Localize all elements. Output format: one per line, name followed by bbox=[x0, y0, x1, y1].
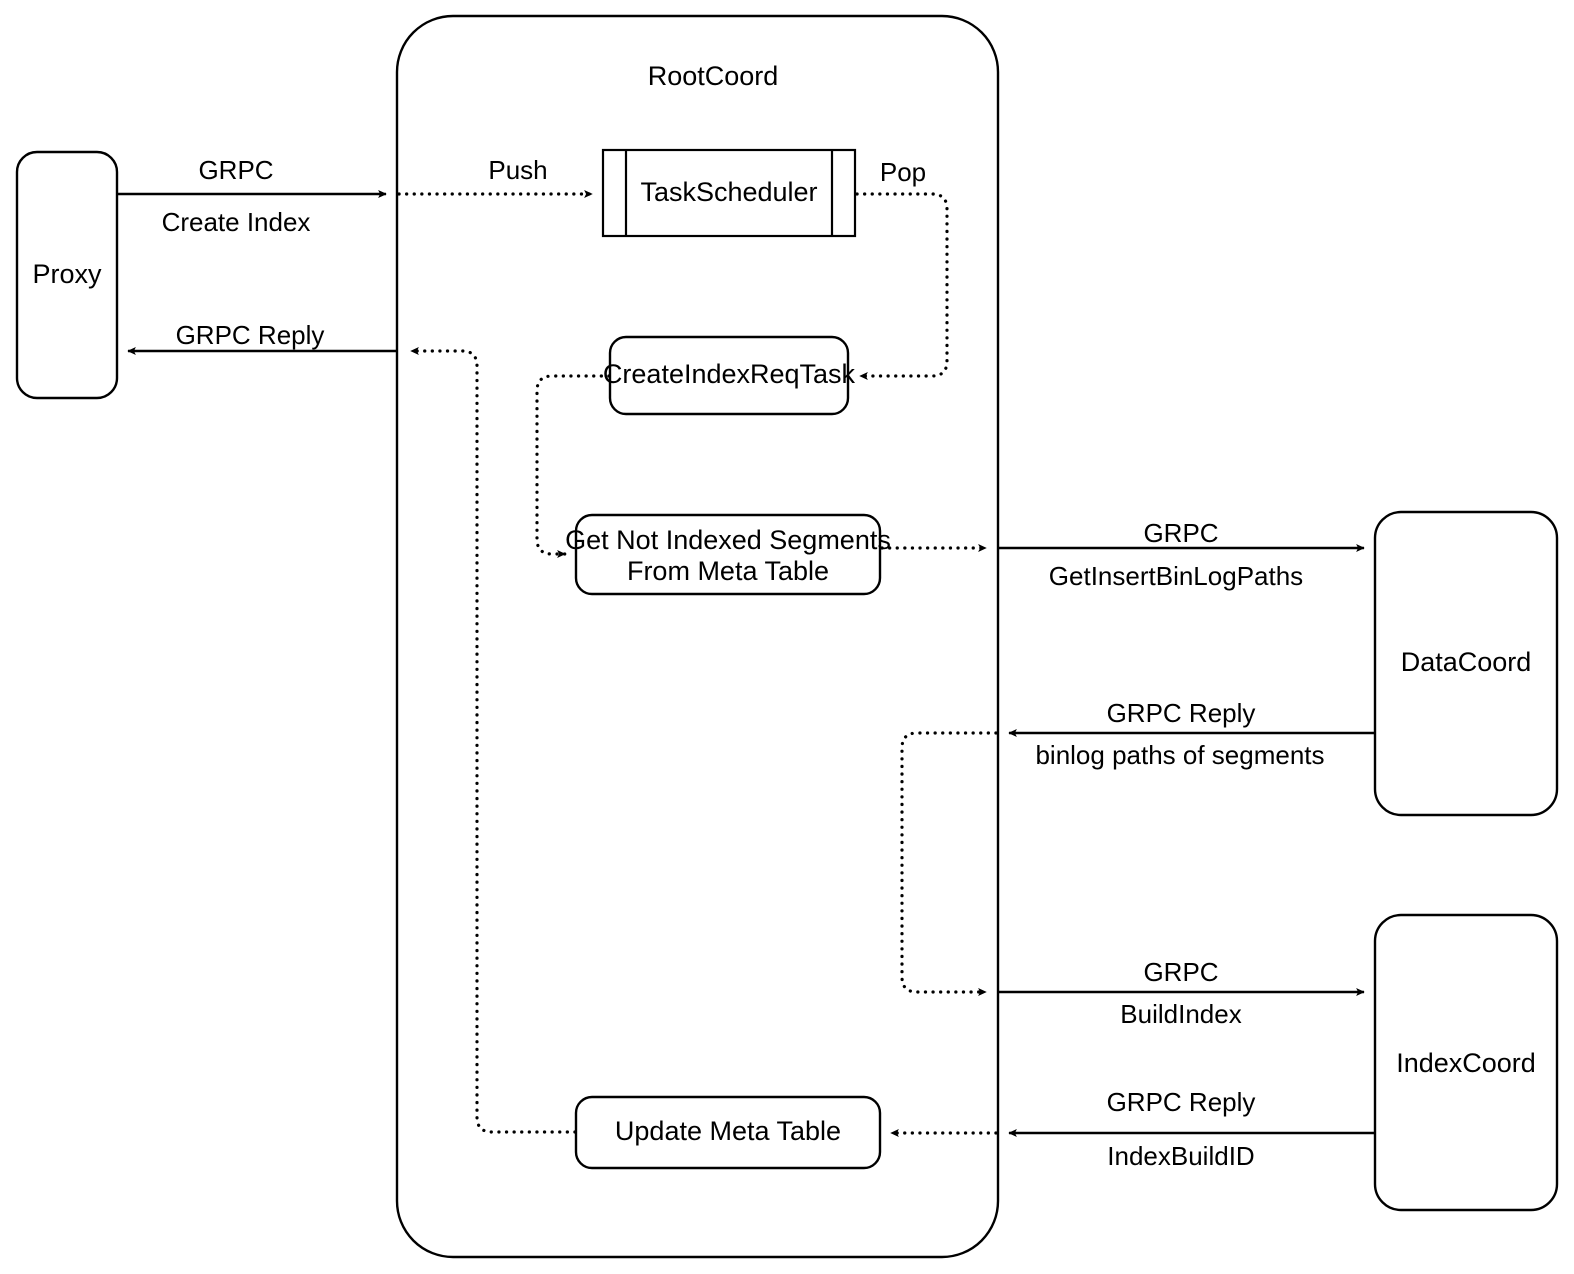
edge-push-to-taskscheduler: Push bbox=[397, 155, 594, 199]
edge-rootcoord-to-indexcoord: GRPC BuildIndex bbox=[998, 957, 1365, 1029]
indexcoord-box[interactable] bbox=[1373, 913, 1559, 1212]
get-not-indexed-segments-node[interactable]: Get Not Indexed Segments From Meta Table bbox=[565, 513, 891, 596]
update-meta-table-label: Update Meta Table bbox=[615, 1116, 841, 1146]
edge-rootcoord-to-datacoord: GRPC GetInsertBinLogPaths bbox=[998, 518, 1365, 591]
edge-label-grpc-reply-1: GRPC Reply bbox=[176, 320, 325, 350]
edge-pop-to-createindexreqtask: Pop bbox=[855, 157, 949, 381]
proxy-node[interactable]: Proxy bbox=[15, 150, 119, 400]
edge-label-binlog-paths: binlog paths of segments bbox=[1035, 740, 1324, 770]
indexcoord-node[interactable]: IndexCoord bbox=[1373, 913, 1559, 1212]
indexcoord-label: IndexCoord bbox=[1396, 1048, 1536, 1078]
edge-label-push: Push bbox=[488, 155, 547, 185]
edge-proxy-to-rootcoord: GRPC Create Index bbox=[118, 155, 387, 237]
get-not-indexed-segments-label-line1: Get Not Indexed Segments bbox=[565, 525, 891, 555]
edge-label-grpc-reply-2: GRPC Reply bbox=[1107, 698, 1256, 728]
createindexreqtask-node[interactable]: CreateIndexReqTask bbox=[603, 335, 856, 416]
rootcoord-group: RootCoord bbox=[395, 14, 1000, 1259]
get-not-indexed-segments-label-line2: From Meta Table bbox=[627, 556, 829, 586]
edge-pop-path bbox=[855, 192, 949, 381]
taskscheduler-label: TaskScheduler bbox=[640, 177, 817, 207]
rootcoord-container bbox=[395, 14, 1000, 1259]
edge-label-indexbuildid: IndexBuildID bbox=[1107, 1141, 1254, 1171]
taskscheduler-box[interactable] bbox=[601, 148, 857, 238]
proxy-label: Proxy bbox=[32, 259, 102, 289]
get-not-indexed-segments-box[interactable] bbox=[574, 513, 882, 596]
edge-datacoord-to-rootcoord: GRPC Reply binlog paths of segments bbox=[1008, 698, 1375, 770]
createindexreqtask-label: CreateIndexReqTask bbox=[603, 359, 856, 389]
edge-label-grpc-3: GRPC bbox=[1143, 957, 1218, 987]
edge-datacoord-reply-to-buildindex bbox=[900, 731, 998, 997]
edge-label-grpc-reply-3: GRPC Reply bbox=[1107, 1087, 1256, 1117]
edge-label-getinsertbinlogpaths: GetInsertBinLogPaths bbox=[1049, 561, 1303, 591]
proxy-box[interactable] bbox=[15, 150, 119, 400]
taskscheduler-node[interactable]: TaskScheduler bbox=[601, 148, 857, 238]
edge-label-create-index: Create Index bbox=[162, 207, 311, 237]
edge-label-buildindex: BuildIndex bbox=[1120, 999, 1241, 1029]
update-meta-table-node[interactable]: Update Meta Table bbox=[574, 1095, 882, 1170]
datacoord-label: DataCoord bbox=[1401, 647, 1532, 677]
edge-rootcoord-to-proxy: GRPC Reply bbox=[127, 320, 396, 356]
edge-label-pop: Pop bbox=[880, 157, 926, 187]
edge-label-grpc-2: GRPC bbox=[1143, 518, 1218, 548]
edge-datacoord-reply-to-buildindex-path bbox=[900, 731, 998, 997]
rootcoord-label: RootCoord bbox=[648, 61, 779, 91]
edge-indexcoord-to-rootcoord: GRPC Reply IndexBuildID bbox=[1008, 1087, 1375, 1171]
datacoord-box[interactable] bbox=[1373, 510, 1559, 817]
datacoord-node[interactable]: DataCoord bbox=[1373, 510, 1559, 817]
edge-label-grpc-1: GRPC bbox=[198, 155, 273, 185]
